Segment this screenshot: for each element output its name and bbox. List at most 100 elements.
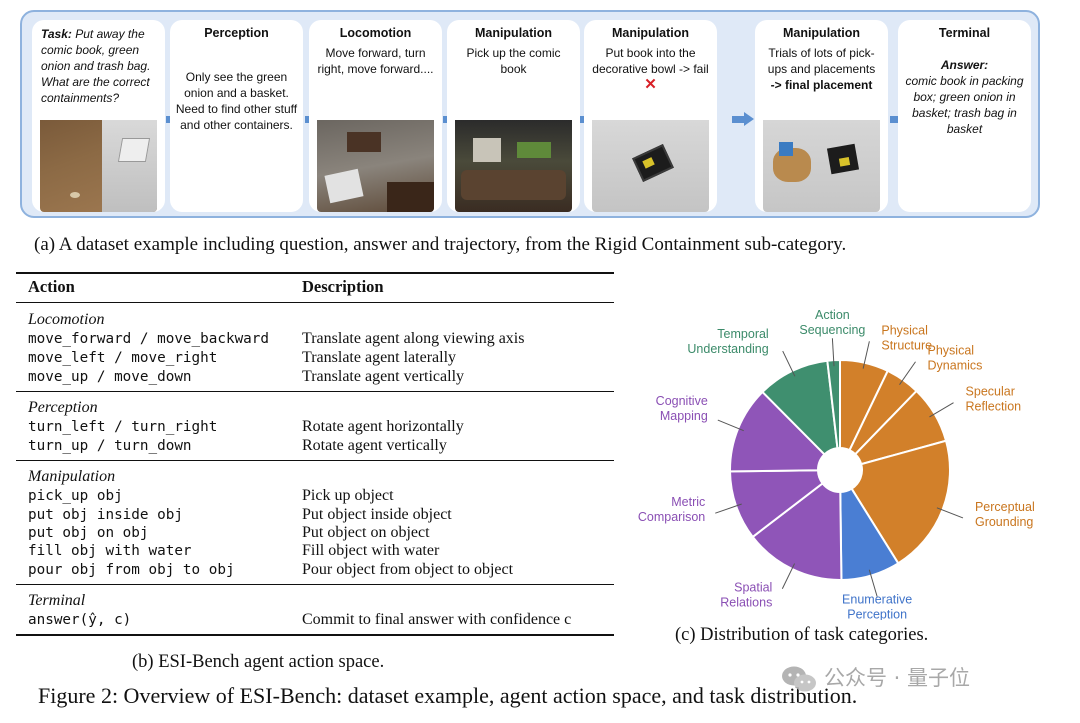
- caption-b: (b) ESI-Bench agent action space.: [132, 652, 385, 672]
- pie-slice-spatial-relations: [751, 481, 843, 581]
- caption-c: (c) Distribution of task categories.: [675, 625, 929, 645]
- leader-line: [899, 361, 916, 385]
- card-title: Manipulation: [611, 26, 690, 40]
- group-rule: [16, 460, 614, 461]
- header-description: Description: [302, 277, 384, 296]
- leader-line: [862, 341, 870, 369]
- caption-a: (a) A dataset example including question…: [34, 234, 847, 255]
- leader-line: [782, 350, 796, 377]
- action-cell: move_left / move_right: [28, 350, 218, 366]
- group-manipulation: Manipulation: [28, 468, 116, 485]
- description-cell: Fill object with water: [302, 542, 440, 559]
- answer-label: Answer:: [940, 58, 989, 72]
- group-locomotion: Locomotion: [28, 311, 105, 328]
- scene-image-sofa: [455, 120, 572, 212]
- description-cell: Put object inside object: [302, 506, 452, 523]
- description-cell: Rotate agent horizontally: [302, 418, 464, 435]
- pie-slice-metric-comparison: [728, 469, 824, 539]
- group-perception: Perception: [28, 399, 98, 416]
- card-title: Manipulation: [474, 26, 553, 40]
- action-cell: put obj on obj: [28, 525, 149, 541]
- group-rule: [16, 391, 614, 392]
- description-cell: Translate agent along viewing axis: [302, 330, 525, 347]
- card-text: Trials of lots of pick-ups and placement…: [767, 46, 876, 76]
- description-cell: Pick up object: [302, 487, 394, 504]
- task-label: Task:: [41, 27, 72, 41]
- scene-image-placement: [763, 120, 880, 212]
- card-text-wrap: Put book into the decorative bowl -> fai…: [589, 45, 712, 93]
- group-rule: [16, 584, 614, 585]
- description-cell: Commit to final answer with confidence c: [302, 611, 572, 628]
- pie-slice-perceptual-grounding: [850, 439, 951, 565]
- answer-text: comic book in packing box; green onion i…: [905, 74, 1024, 136]
- leader-line: [715, 503, 742, 514]
- scene-image-room: [40, 120, 157, 212]
- task-card: Task: Put away the comic book, green oni…: [32, 20, 165, 212]
- header-action: Action: [28, 277, 75, 296]
- manipulation-card-fail: Manipulation Put book into the decorativ…: [584, 20, 717, 212]
- description-cell: Put object on object: [302, 524, 430, 541]
- wechat-icon: [782, 666, 816, 692]
- watermark: 公众号 · 量子位: [780, 662, 970, 694]
- flow-arrow: [732, 112, 776, 126]
- fail-x-icon: ✕: [644, 76, 657, 93]
- perception-card: Perception Only see the green onion and …: [170, 20, 303, 212]
- header-rule: [16, 302, 614, 303]
- card-title: Manipulation: [782, 26, 861, 40]
- description-cell: Translate agent vertically: [302, 368, 465, 385]
- card-title: Locomotion: [339, 26, 412, 40]
- group-terminal: Terminal: [28, 592, 86, 609]
- card-text: Put book into the decorative bowl -> fai…: [592, 46, 709, 76]
- action-cell: turn_left / turn_right: [28, 419, 218, 435]
- locomotion-card: Locomotion Move forward, turn right, mov…: [309, 20, 442, 212]
- action-cell: pour obj from obj to obj: [28, 562, 235, 578]
- description-cell: Rotate agent vertically: [302, 437, 447, 454]
- action-cell: fill obj with water: [28, 543, 192, 559]
- card-text: Pick up the comic book: [466, 46, 561, 76]
- figure-caption: Figure 2: Overview of ESI-Bench: dataset…: [38, 683, 858, 708]
- pie-slice-cognitive-mapping: [729, 390, 826, 473]
- card-text: Only see the green onion and a basket. N…: [175, 70, 298, 132]
- leader-line: [868, 569, 878, 597]
- trajectory-strip: Task: Put away the comic book, green oni…: [20, 10, 1040, 218]
- card-text: Move forward, turn right, move forward..…: [317, 46, 434, 76]
- manipulation-card-pickup: Manipulation Pick up the comic book: [447, 20, 580, 212]
- terminal-card: Terminal Answer: comic book in packing b…: [898, 20, 1031, 212]
- card-title: Terminal: [938, 26, 991, 40]
- scene-image-book: [592, 120, 709, 212]
- leader-line: [717, 419, 744, 432]
- action-cell: put obj inside obj: [28, 507, 183, 523]
- card-text-bold: -> final placement: [770, 78, 873, 92]
- action-cell: turn_up / turn_down: [28, 438, 192, 454]
- manipulation-card-final: Manipulation Trials of lots of pick-ups …: [755, 20, 888, 212]
- action-cell: pick_up obj: [28, 488, 123, 504]
- task-text: Put away the comic book, green onion and…: [41, 27, 151, 105]
- card-text-wrap: Trials of lots of pick-ups and placement…: [760, 45, 883, 93]
- leader-line: [781, 563, 796, 589]
- description-cell: Pour object from object to object: [302, 561, 514, 578]
- scene-image-floor: [317, 120, 434, 212]
- leader-line: [929, 402, 954, 418]
- action-cell: move_forward / move_backward: [28, 331, 270, 347]
- action-cell: answer(ŷ, c): [28, 612, 132, 628]
- leader-line: [831, 338, 835, 367]
- action-cell: move_up / move_down: [28, 369, 192, 385]
- table-bottom-rule: [16, 634, 614, 636]
- card-title: Perception: [204, 26, 269, 40]
- pie-slice-temporal-understanding: [761, 359, 839, 456]
- table-top-rule: [16, 272, 614, 274]
- description-cell: Translate agent laterally: [302, 349, 457, 366]
- watermark-text: 公众号 · 量子位: [824, 666, 971, 690]
- pie-slice-action-sequencing: [826, 358, 841, 450]
